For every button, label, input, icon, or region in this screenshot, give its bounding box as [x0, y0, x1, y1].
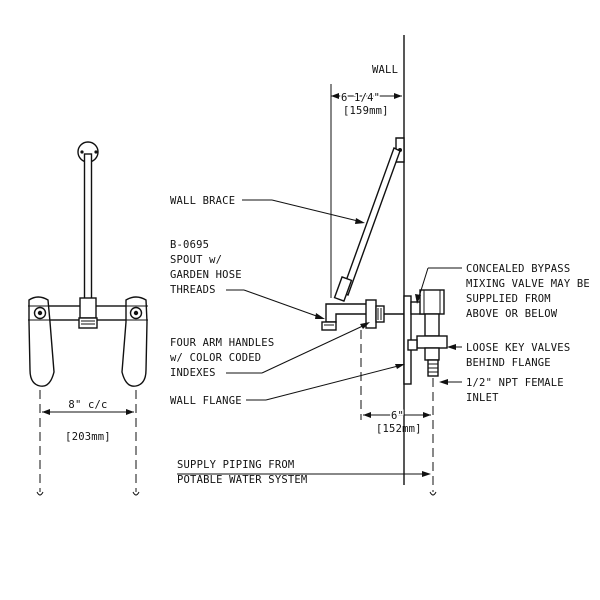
- brace-collar: [333, 276, 353, 302]
- left-handle: [28, 296, 55, 387]
- valve-riser: [424, 313, 440, 337]
- loose-key-arrow: [447, 344, 456, 350]
- right-handle-index: [133, 310, 139, 316]
- dim-152mm-label: [152mm]: [376, 423, 422, 435]
- wall-brace-arrow: [355, 218, 365, 224]
- bypass-label-1: CONCEALED BYPASS: [466, 263, 570, 275]
- callouts: WALL BRACE B-0695 SPOUT w/ GARDEN HOSE T…: [170, 195, 590, 486]
- dim-6in-arrow-right: [423, 412, 431, 418]
- dim-8in-arrow-left: [42, 409, 50, 415]
- bypass-label-2: MIXING VALVE MAY BE: [466, 278, 590, 290]
- wall-flange-label: WALL FLANGE: [170, 395, 242, 407]
- spout-label-1: B-0695: [170, 239, 209, 251]
- bypass-label-4: ABOVE OR BELOW: [466, 308, 558, 320]
- handles-label-3: INDEXES: [170, 367, 216, 379]
- inlet-arrow: [439, 379, 448, 385]
- dim-top-label: 6 1/4": [341, 92, 380, 104]
- bypass-leader: [417, 267, 429, 301]
- wall-flange-leader: [265, 364, 403, 401]
- handles-label-1: FOUR ARM HANDLES: [170, 337, 274, 349]
- bypass-arrow: [415, 294, 421, 304]
- dim-203mm-label: [203mm]: [65, 431, 111, 443]
- wall-label: WALL: [372, 64, 398, 76]
- loose-key-label-2: BEHIND FLANGE: [466, 357, 551, 369]
- dim-top-mm-label: [159mm]: [343, 105, 389, 117]
- spout-body: [79, 297, 97, 319]
- handles-label-2: w/ COLOR CODED: [170, 352, 261, 364]
- handles-leader: [261, 323, 368, 374]
- left-break-mark: [36, 491, 44, 496]
- spout-arrow: [315, 313, 325, 319]
- dim-8in-label: 8" c/c: [68, 399, 107, 411]
- wall-brace-leader: [271, 199, 363, 223]
- spout-label-2: SPOUT w/: [170, 254, 222, 266]
- supply-label-1: SUPPLY PIPING FROM: [177, 459, 294, 471]
- spout-label-3: GARDEN HOSE: [170, 269, 242, 281]
- side-view: WALL 6 1/4" [159mm]: [321, 35, 448, 496]
- diagonal-brace: [341, 147, 401, 296]
- dim-top-arrow-right: [394, 93, 402, 99]
- right-break-mark: [132, 491, 140, 496]
- spout-leader: [243, 289, 323, 319]
- spout-outlet: [78, 317, 98, 329]
- bypass-label-3: SUPPLIED FROM: [466, 293, 551, 305]
- loose-key-valve: [416, 335, 448, 349]
- right-handle: [121, 296, 148, 387]
- spout-label-4: THREADS: [170, 284, 216, 296]
- side-spout: [325, 303, 369, 323]
- vertical-brace-rod: [83, 153, 93, 301]
- handles-arrow: [360, 322, 370, 329]
- wall-flange-arrow: [395, 364, 405, 369]
- inlet-label-1: 1/2" NPT FEMALE: [466, 377, 564, 389]
- wall-brace-label: WALL BRACE: [170, 195, 235, 207]
- side-spout-outlet: [321, 321, 337, 331]
- loose-key-stem: [407, 339, 418, 351]
- supply-arrow: [422, 471, 431, 477]
- front-view: 8" c/c [203mm]: [28, 141, 148, 496]
- supply-label-2: POTABLE WATER SYSTEM: [177, 474, 307, 486]
- brace-screw-right: [94, 150, 98, 154]
- dim-6in-label: 6": [391, 410, 404, 422]
- left-handle-arms: [28, 305, 52, 321]
- dim-8in-arrow-right: [126, 409, 134, 415]
- loose-key-label-1: LOOSE KEY VALVES: [466, 342, 570, 354]
- side-handle-stem: [375, 305, 385, 323]
- dim-6in-arrow-left: [363, 412, 371, 418]
- dim-top-arrow-left: [331, 93, 339, 99]
- inlet-label-2: INLET: [466, 392, 499, 404]
- brace-screw-left: [80, 150, 84, 154]
- left-handle-index: [37, 310, 43, 316]
- right-handle-arms: [124, 305, 148, 321]
- inlet-break-mark: [429, 491, 437, 496]
- valve-lower-body: [424, 347, 440, 361]
